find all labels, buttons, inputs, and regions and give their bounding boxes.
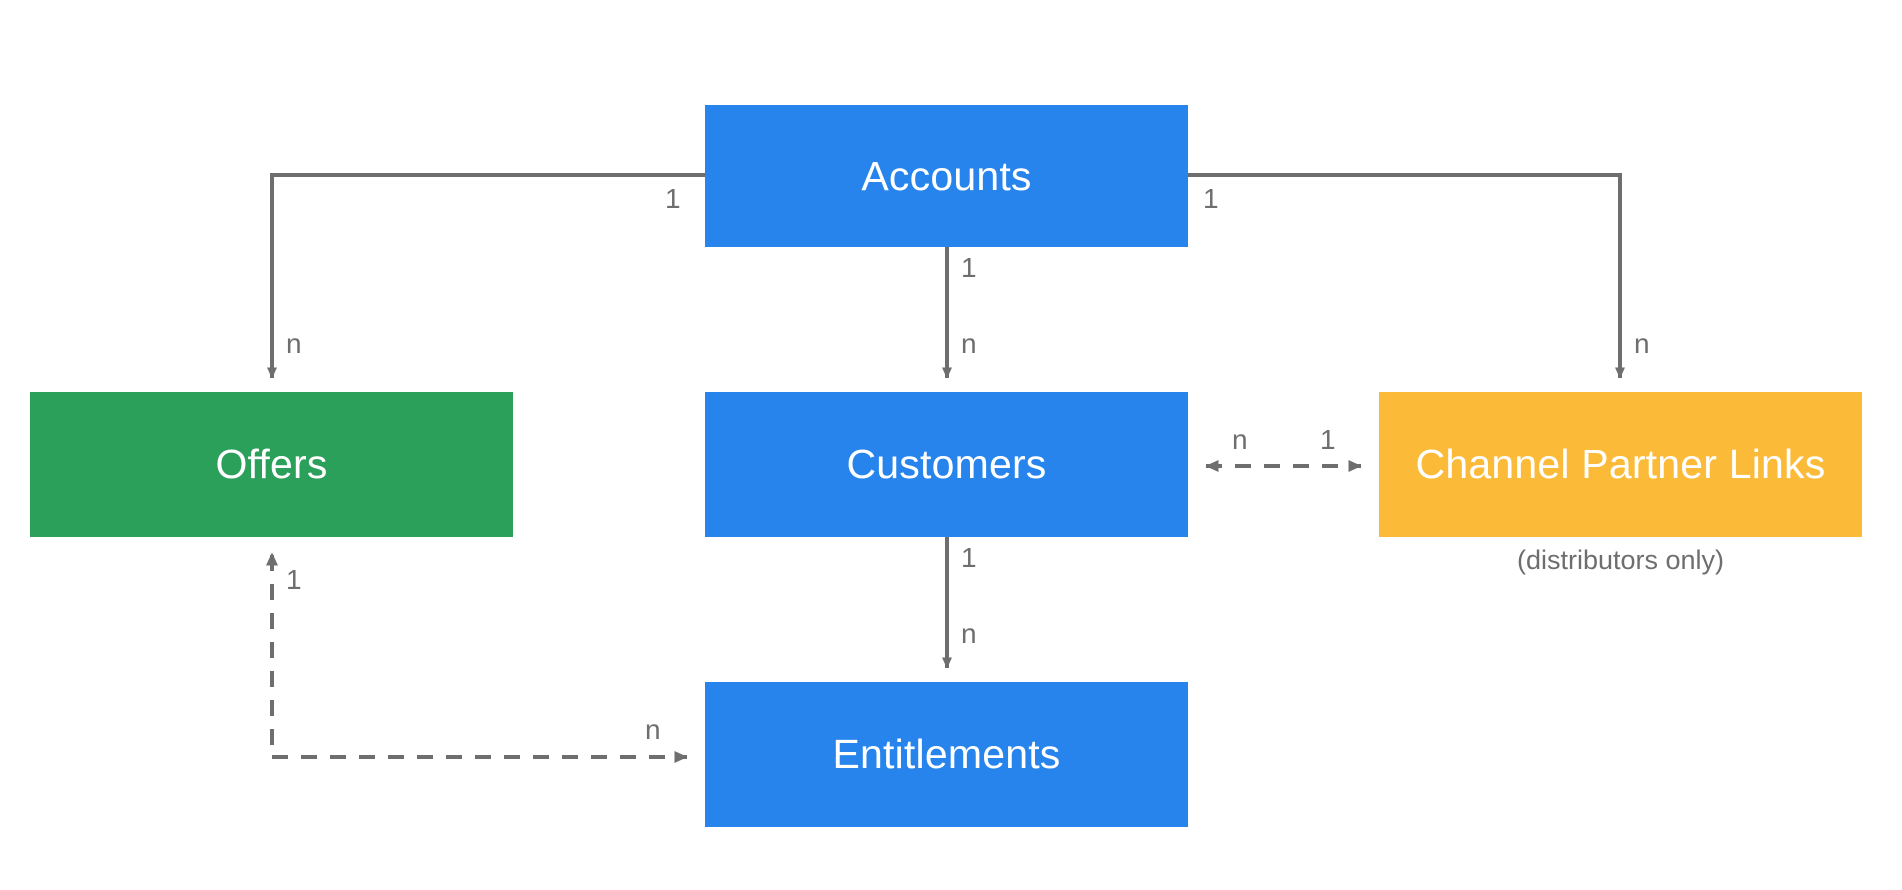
edge-accounts-offers <box>267 173 705 379</box>
edge-label-offers-entitlements-n: n <box>645 714 661 745</box>
node-channel-partner-links-caption: (distributors only) <box>1516 545 1725 575</box>
edge-label-customers-entitlements-one: 1 <box>961 542 977 573</box>
node-entitlements[interactable]: Entitlements <box>705 682 1188 827</box>
edge-label-customers-entitlements-n: n <box>961 618 977 649</box>
node-customers-label: Customers <box>846 441 1047 487</box>
edge-label-accounts-customers-one: 1 <box>961 252 977 283</box>
node-offers[interactable]: Offers <box>30 392 513 537</box>
edge-label-customers-channel-partner-links-one: 1 <box>1320 424 1336 455</box>
node-entitlements-label: Entitlements <box>832 731 1061 777</box>
node-accounts[interactable]: Accounts <box>705 105 1188 247</box>
edge-label-accounts-customers-n: n <box>961 328 977 359</box>
edge-label-accounts-offers-one: 1 <box>665 183 681 214</box>
edge-label-accounts-channel-partner-links-one: 1 <box>1203 183 1219 214</box>
node-customers[interactable]: Customers <box>705 392 1188 537</box>
edge-label-accounts-offers-n: n <box>286 328 302 359</box>
node-offers-label: Offers <box>215 441 328 487</box>
edge-label-customers-channel-partner-links-n: n <box>1232 424 1248 455</box>
edge-accounts-channel-partner-links <box>1188 173 1625 379</box>
edge-label-offers-entitlements-one: 1 <box>286 564 302 595</box>
node-accounts-label: Accounts <box>861 152 1032 199</box>
node-channel-partner-links-label: Channel Partner Links <box>1415 441 1826 487</box>
node-channel-partner-links[interactable]: Channel Partner Links <box>1379 392 1862 537</box>
edge-label-accounts-channel-partner-links-n: n <box>1634 328 1650 359</box>
